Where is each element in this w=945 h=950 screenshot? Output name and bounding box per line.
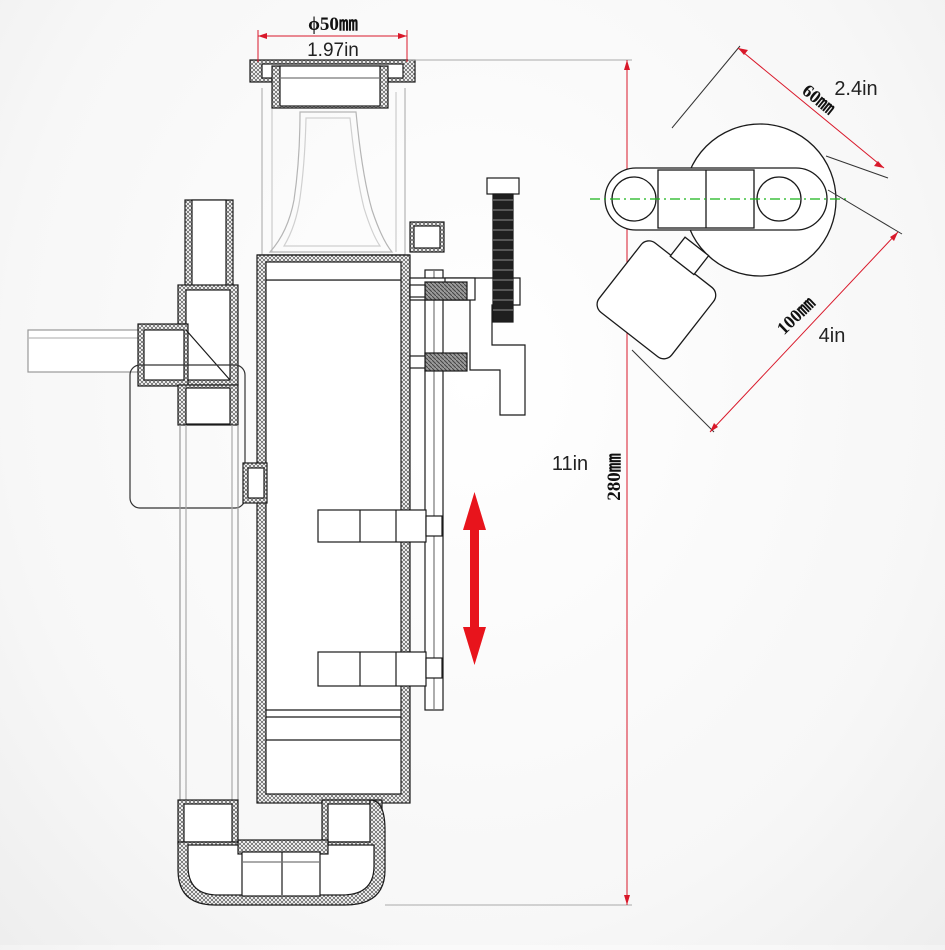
- top-view-inset: [596, 123, 837, 360]
- bottom-u-bend: [177, 799, 386, 906]
- mounting-bracket: [317, 177, 526, 711]
- width-mm-label: 60㎜: [798, 80, 839, 118]
- double-arrow-vertical-icon: [463, 492, 486, 665]
- top-cap: [249, 59, 416, 109]
- diameter-mm-label: ϕ50㎜: [308, 14, 358, 35]
- height-mm-label: 280㎜: [604, 453, 625, 501]
- collection-cup-ghost: [261, 88, 406, 256]
- outlet-pipe: [27, 199, 268, 800]
- length-mm-label: 100㎜: [773, 293, 819, 339]
- length-in-label: 4in: [819, 325, 846, 347]
- width-dimension: [671, 45, 889, 179]
- height-in-label: 11in: [552, 453, 588, 475]
- diameter-dimension: [257, 30, 408, 62]
- diameter-in-label: 1.97in: [307, 40, 359, 61]
- length-dimension: [631, 189, 903, 433]
- width-in-label: 2.4in: [834, 78, 877, 100]
